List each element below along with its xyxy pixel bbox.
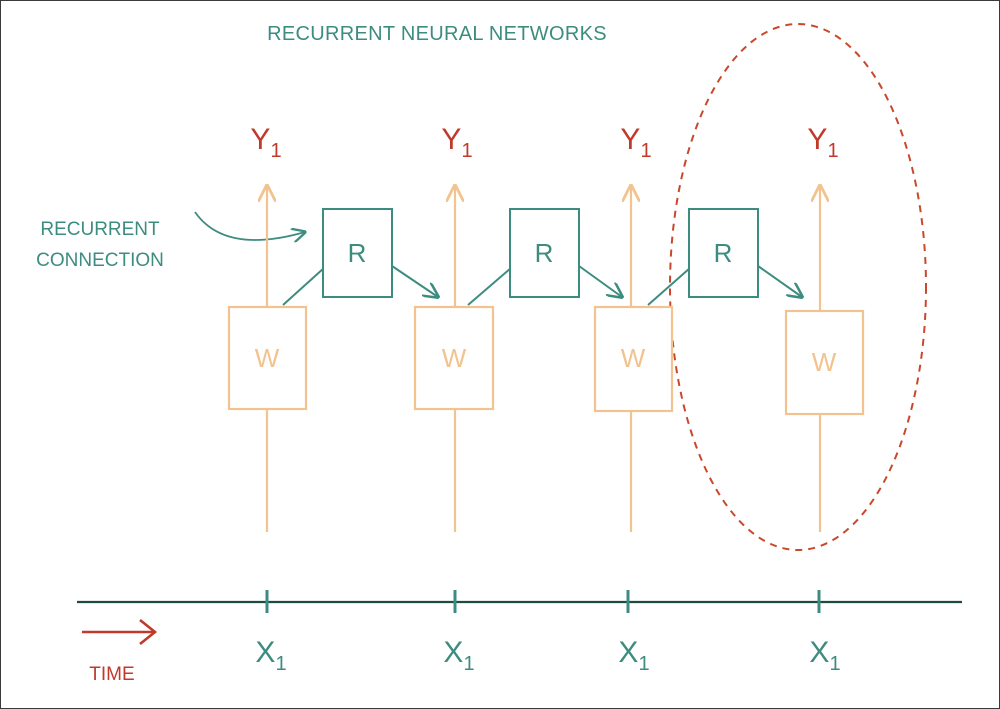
recurrent-box-1 <box>322 208 393 298</box>
recurrent-label-line1: RECURRENT <box>40 219 160 240</box>
recurrent-label-line2: CONNECTION <box>36 250 164 271</box>
recurrent-output-arrow-3 <box>757 265 802 297</box>
weight-box-1 <box>227 305 308 411</box>
recurrent-box-2 <box>509 208 580 298</box>
recurrent-box-3 <box>688 208 759 298</box>
recurrent-input-line-1 <box>282 267 325 306</box>
weight-box-3 <box>593 305 674 413</box>
weight-box-2 <box>413 305 495 411</box>
diagram-title: RECURRENT NEURAL NETWORKS <box>267 23 607 45</box>
recurrent-box-label-3: R <box>714 238 733 268</box>
time-label: TIME <box>89 664 134 685</box>
recurrent-input-line-3 <box>647 267 691 306</box>
recurrent-box-label-2: R <box>535 238 554 268</box>
output-label-3: Y1 <box>620 123 651 162</box>
weight-box-label-2: W <box>442 343 467 373</box>
recurrent-output-arrow-2 <box>578 265 622 297</box>
weight-box-label-4: W <box>812 347 837 377</box>
input-label-3: X1 <box>618 636 649 675</box>
input-label-4: X1 <box>809 636 840 675</box>
input-label-1: X1 <box>255 636 286 675</box>
weight-box-label-1: W <box>255 343 280 373</box>
input-label-2: X1 <box>443 636 474 675</box>
time-arrow-head-icon <box>139 618 158 646</box>
weight-box-label-3: W <box>621 343 646 373</box>
recurrent-box-label-1: R <box>348 238 367 268</box>
recurrent-input-line-2 <box>467 267 512 306</box>
highlight-ellipse <box>669 23 927 551</box>
output-label-4: Y1 <box>807 123 838 162</box>
recurrent-output-arrow-1 <box>391 265 438 297</box>
weight-box-4 <box>784 309 865 416</box>
recurrent-pointer-arrow <box>194 211 305 240</box>
output-label-1: Y1 <box>250 123 281 162</box>
output-label-2: Y1 <box>441 123 472 162</box>
